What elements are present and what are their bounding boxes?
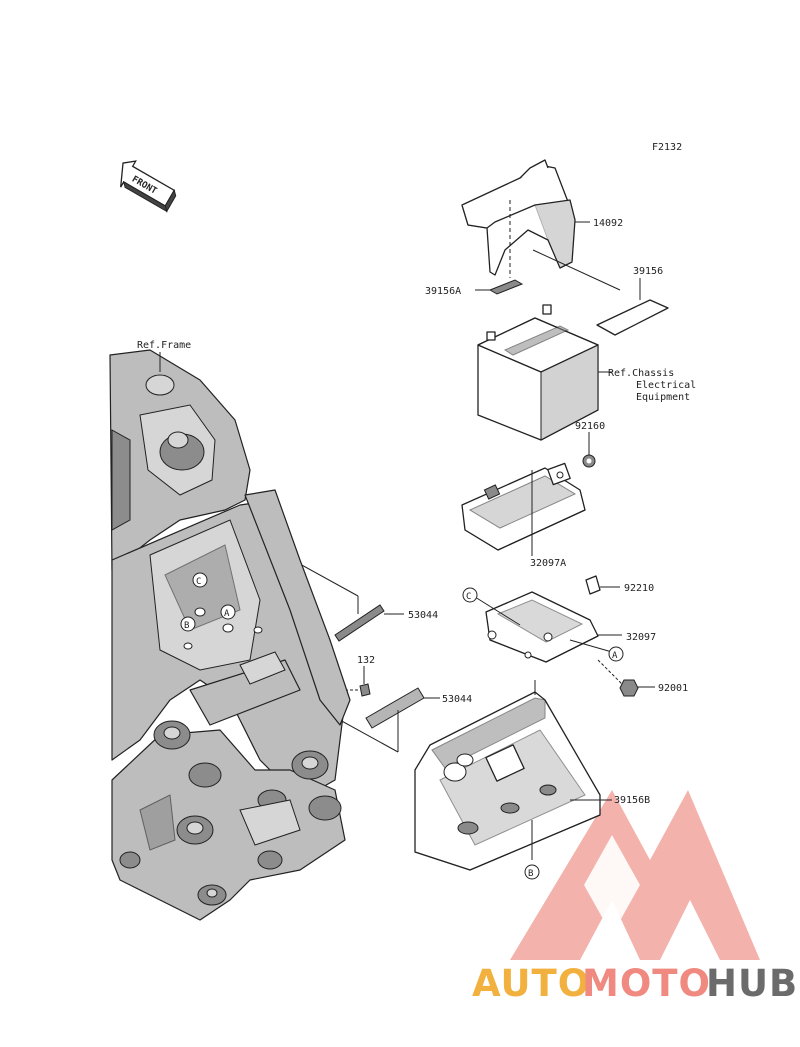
part-label-39156A: 39156A bbox=[425, 286, 461, 297]
battery bbox=[477, 304, 612, 441]
front-arrow-icon: FRONT bbox=[120, 160, 177, 213]
marker-b-lower: B bbox=[524, 864, 540, 880]
svg-text:A: A bbox=[224, 609, 230, 619]
part-label-39156B: 39156B bbox=[614, 795, 650, 806]
part-label-14092: 14092 bbox=[593, 218, 623, 229]
part-label-32097: 32097 bbox=[626, 632, 656, 643]
clip-92210 bbox=[585, 575, 620, 595]
part-label-32097A: 32097A bbox=[530, 558, 566, 569]
part-label-132: 132 bbox=[357, 655, 375, 666]
svg-text:C: C bbox=[196, 577, 201, 587]
watermark-auto: AUTO bbox=[472, 962, 590, 1005]
marker-c-upper: C bbox=[462, 587, 478, 603]
bolt-92001 bbox=[597, 659, 655, 697]
pad-39156A bbox=[475, 279, 524, 295]
nut-92160 bbox=[582, 432, 596, 468]
figure-code: F2132 bbox=[652, 142, 682, 153]
lower-tray-39156B bbox=[414, 680, 612, 871]
watermark-logo bbox=[510, 790, 760, 960]
marker-a-right: A bbox=[608, 646, 624, 662]
ref-frame-label: Ref.Frame bbox=[137, 340, 191, 351]
part-label-39156: 39156 bbox=[633, 266, 663, 277]
part-label-53044-lower: 53044 bbox=[442, 694, 472, 705]
battery-cover-14092 bbox=[461, 159, 621, 291]
watermark-hub: HUB bbox=[706, 962, 798, 1005]
marker-a-frame: A bbox=[220, 604, 236, 620]
watermark-text: AUTO MOTO HUB bbox=[472, 962, 798, 1005]
svg-text:B: B bbox=[184, 621, 189, 631]
part-label-53044-upper: 53044 bbox=[408, 610, 438, 621]
bolt-132 bbox=[340, 666, 371, 697]
part-label-92210: 92210 bbox=[624, 583, 654, 594]
ref-chassis-line1: Ref.Chassis bbox=[608, 368, 674, 379]
bracket-32097 bbox=[474, 591, 622, 663]
ref-chassis-line3: Equipment bbox=[636, 392, 690, 403]
part-label-92160: 92160 bbox=[575, 421, 605, 432]
marker-c-frame: C bbox=[192, 572, 208, 588]
marker-b-frame: B bbox=[180, 616, 196, 632]
pad-39156 bbox=[596, 278, 669, 336]
watermark-moto: MOTO bbox=[582, 962, 711, 1005]
ref-chassis-line2: Electrical bbox=[636, 380, 696, 391]
svg-text:A: A bbox=[612, 651, 618, 661]
part-label-92001: 92001 bbox=[658, 683, 688, 694]
vehicle-frame bbox=[109, 349, 351, 921]
battery-tray-32097A bbox=[461, 462, 586, 556]
svg-text:C: C bbox=[466, 592, 471, 602]
svg-text:B: B bbox=[528, 869, 533, 879]
